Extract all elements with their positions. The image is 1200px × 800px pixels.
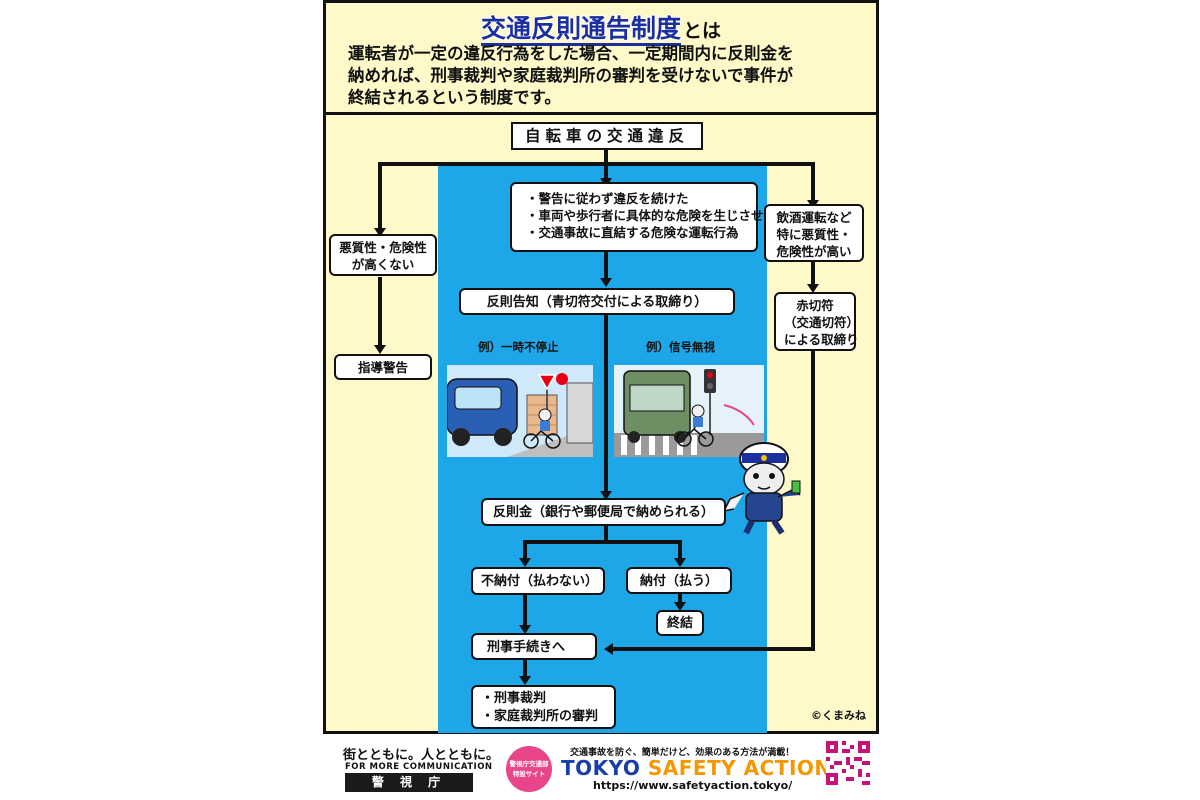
special-site-badge[interactable]: 警視庁交通部 特設サイト: [506, 746, 552, 792]
left-condition-line: が高くない: [351, 257, 415, 272]
red-ticket-box: 赤切符 （交通切符） による取締り: [774, 292, 860, 351]
connector-line: [811, 351, 815, 651]
condition-item: ・車両や歩行者に具体的な危険を生じさせた: [526, 208, 777, 223]
agency-logo: 警 視 庁: [345, 773, 473, 792]
badge-line: 警視庁交通部: [509, 760, 549, 768]
example-illustration-stop: [447, 365, 593, 457]
arrow-icon: [374, 228, 386, 237]
unpaid-box: 不納付（払わない）: [471, 567, 605, 595]
connector-line: [604, 162, 608, 182]
final-outcome-item: ・刑事裁判: [481, 691, 547, 706]
connector-line: [604, 526, 608, 542]
condition-item: ・交通事故に直結する危険な運転行為: [526, 225, 739, 240]
connector-line: [604, 146, 608, 162]
page-title: 交通反則通告制度とは: [326, 9, 876, 46]
concluded-box: 終結: [656, 610, 704, 636]
description-line: 納めれば、刑事裁判や家庭裁判所の審判を受けないで事件が: [348, 66, 794, 85]
notice-box: 反則告知（青切符交付による取締り）: [459, 288, 735, 315]
footer-tagline: 交通事故を防ぐ、簡単だけど、効果のある方法が満載！: [570, 748, 795, 758]
police-mascot-icon: [718, 431, 810, 535]
red-ticket-line: （交通切符）: [784, 315, 860, 330]
illustration-credit: ©くまみね: [811, 709, 866, 722]
connector-line: [523, 540, 527, 562]
warning-box: 指導警告: [334, 354, 432, 380]
red-ticket-line: 赤切符: [796, 298, 834, 313]
example-illustration-signal: [614, 365, 764, 457]
connector-line: [678, 594, 682, 606]
arrow-icon: [604, 643, 613, 655]
description: 運転者が一定の違反行為をした場合、一定期間内に反則金を 納めれば、刑事裁判や家庭…: [348, 43, 868, 109]
example-label-2: 例）信号無視: [646, 340, 715, 354]
arrow-icon: [600, 491, 612, 500]
arrow-icon: [374, 345, 386, 354]
final-outcomes-box: ・刑事裁判 ・家庭裁判所の審判: [471, 685, 616, 729]
final-outcome-item: ・家庭裁判所の審判: [481, 709, 599, 724]
right-condition-line: 特に悪質性・: [776, 227, 852, 242]
arrow-icon: [600, 278, 612, 287]
truck-icon: [623, 370, 691, 443]
red-ticket-line: による取締り: [784, 332, 859, 347]
arrow-icon: [807, 284, 819, 293]
connector-line: [378, 162, 382, 232]
right-condition-line: 飲酒運転など: [776, 210, 852, 225]
bicycle-icon: [676, 404, 714, 447]
footer-communication: FOR MORE COMMUNICATION: [345, 762, 493, 772]
connector-line: [604, 252, 608, 282]
arrow-icon: [674, 602, 686, 611]
header: 交通反則通告制度とは 運転者が一定の違反行為をした場合、一定期間内に反則金を 納…: [326, 3, 876, 115]
connector-line: [378, 162, 815, 166]
brand-logo[interactable]: TOKYO SAFETY ACTION: [561, 756, 832, 780]
footer: 街とともに。人とともに。 FOR MORE COMMUNICATION 警 視 …: [323, 737, 879, 800]
traffic-signal-icon: [704, 369, 716, 435]
arrow-icon: [519, 676, 531, 685]
right-condition-box: 飲酒運転など 特に悪質性・ 危険性が高い: [764, 204, 864, 262]
example-label-1: 例）一時不停止: [478, 340, 559, 354]
connector-line: [523, 540, 682, 544]
description-line: 運転者が一定の違反行為をした場合、一定期間内に反則金を: [348, 44, 794, 63]
connector-line: [378, 277, 382, 349]
arrow-icon: [519, 558, 531, 567]
criminal-procedure-box: 刑事手続きへ: [471, 633, 597, 660]
description-line: 終結されるという制度です。: [348, 88, 561, 107]
brand-part-1: TOKYO: [561, 756, 648, 780]
title-suffix: とは: [683, 20, 722, 42]
connector-line: [613, 647, 815, 651]
paid-box: 納付（払う）: [626, 567, 732, 594]
title-main: 交通反則通告制度: [480, 14, 681, 46]
connector-line: [811, 262, 815, 288]
arrow-icon: [674, 558, 686, 567]
fine-box: 反則金（銀行や郵便局で納められる）: [481, 498, 726, 526]
arrow-icon: [519, 625, 531, 634]
connector-line: [678, 540, 682, 562]
bicycle-icon: [523, 408, 561, 449]
brand-part-2: SAFETY ACTION: [647, 756, 832, 780]
qr-code-icon[interactable]: [826, 741, 870, 785]
badge-line: 特設サイト: [512, 770, 546, 778]
car-icon: [447, 378, 518, 446]
footer-url[interactable]: https://www.safetyaction.tokyo/: [593, 779, 793, 792]
flow-top-box: 自転車の交通違反: [511, 122, 703, 150]
connector-line: [523, 660, 527, 680]
left-condition-box: 悪質性・危険性 が高くない: [329, 234, 437, 276]
condition-item: ・警告に従わず違反を続けた: [526, 191, 689, 206]
connector-line: [523, 595, 527, 629]
left-condition-line: 悪質性・危険性: [339, 240, 427, 255]
connector-line: [604, 315, 608, 495]
footer-slogan: 街とともに。人とともに。: [343, 748, 500, 763]
right-condition-line: 危険性が高い: [776, 244, 852, 259]
connector-line: [811, 162, 815, 204]
poster: 交通反則通告制度とは 運転者が一定の違反行為をした場合、一定期間内に反則金を 納…: [323, 0, 879, 734]
middle-conditions-box: ・警告に従わず違反を続けた ・車両や歩行者に具体的な危険を生じさせた ・交通事故…: [510, 182, 777, 252]
